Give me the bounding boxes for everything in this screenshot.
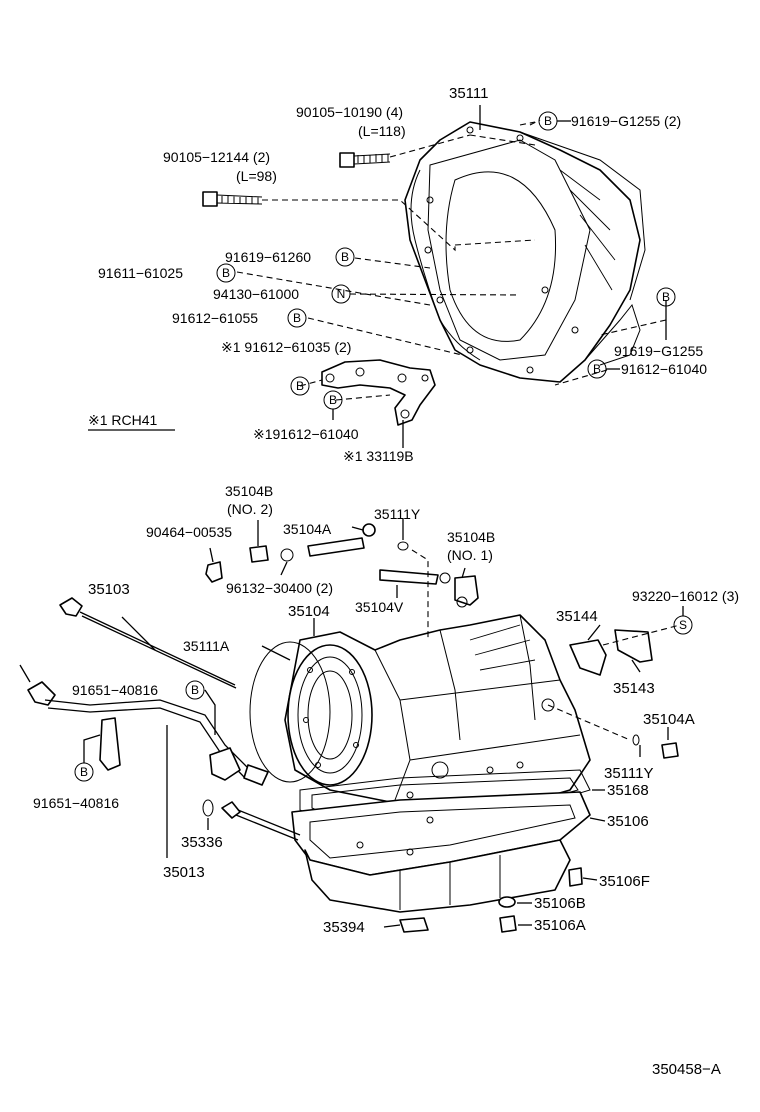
callout-s-93220-16012: S — [673, 615, 693, 635]
label-91611-61025: 91611−61025 — [98, 265, 183, 281]
o-ring-35111a[interactable] — [249, 641, 331, 783]
svg-text:B: B — [593, 362, 601, 376]
label-35104: 35104 — [288, 603, 330, 620]
label-35106: 35106 — [607, 813, 649, 830]
union-35104b-no1[interactable] — [454, 575, 479, 608]
label-91651-40816-bot: 91651−40816 — [33, 795, 119, 811]
converter-housing-35111[interactable] — [404, 121, 646, 383]
callout-b-91619-g1255-2: B — [538, 111, 558, 131]
label-90105-10190: 90105−10190 (4) — [296, 104, 403, 120]
label-35111y-right: 35111Y — [604, 765, 654, 782]
cover-35144[interactable] — [569, 639, 607, 676]
label-91612-61035: ※1 91612−61035 (2) — [221, 339, 351, 355]
o-ring-35111y-right[interactable] — [632, 734, 640, 746]
label-35106a: 35106A — [534, 917, 586, 934]
svg-text:B: B — [329, 393, 337, 407]
label-35104a-right: 35104A — [643, 711, 695, 728]
bolt-35106f[interactable] — [568, 867, 583, 887]
dipstick-35103[interactable] — [59, 597, 237, 689]
callout-n-94130-61000: N — [331, 284, 351, 304]
gasket-35106b[interactable] — [498, 896, 516, 908]
svg-text:B: B — [544, 114, 552, 128]
label-35104b-no1: 35104B — [447, 529, 495, 545]
svg-text:B: B — [191, 683, 199, 697]
oil-pan-35106[interactable] — [291, 791, 591, 913]
label-35106b: 35106B — [534, 895, 586, 912]
callout-b-91619-61260: B — [335, 247, 355, 267]
label-35104b-no1-sub: (NO. 1) — [447, 547, 493, 563]
magnet-35394[interactable] — [399, 917, 429, 933]
label-91619-g1255-2: 91619−G1255 (2) — [571, 113, 681, 129]
tube-35336[interactable] — [202, 799, 301, 841]
label-91619-g1255: 91619−G1255 — [614, 343, 703, 359]
svg-text:B: B — [341, 250, 349, 264]
svg-text:B: B — [293, 311, 301, 325]
label-35104a-top: 35104A — [283, 521, 332, 537]
label-94130-61000: 94130−61000 — [213, 286, 299, 302]
label-91619-61260: 91619−61260 — [225, 249, 311, 265]
svg-text:S: S — [679, 618, 687, 632]
bolt-90105-10190[interactable] — [339, 152, 391, 168]
cover-35143[interactable] — [614, 629, 653, 663]
callout-b-91612-61035: B — [290, 376, 310, 396]
diagram-id: 350458−A — [652, 1061, 721, 1078]
transmission-case-35104[interactable] — [284, 614, 591, 811]
callout-b-91651-40816-bot: B — [74, 762, 94, 782]
bracket-33119b[interactable] — [321, 359, 436, 426]
label-91612-61040-b: ※191612−61040 — [253, 426, 359, 442]
label-90105-12144-length: (L=98) — [236, 168, 277, 184]
label-96132-30400: 96132−30400 (2) — [226, 580, 333, 596]
svg-text:N: N — [337, 287, 346, 301]
callout-b-91612-61040: B — [587, 359, 607, 379]
callout-b-91619-g1255: B — [656, 287, 676, 307]
plug-35104a-right[interactable] — [661, 742, 679, 759]
clip-90464-00535[interactable] — [205, 561, 223, 583]
callout-b-91611-61025: B — [216, 263, 236, 283]
label-90105-10190-length: (L=118) — [358, 123, 406, 139]
label-35143: 35143 — [613, 680, 655, 697]
label-91612-61040: 91612−61040 — [621, 361, 707, 377]
label-35106f: 35106F — [599, 873, 650, 890]
hose-35104v[interactable] — [280, 537, 451, 585]
label-35013: 35013 — [163, 864, 205, 881]
svg-text:B: B — [80, 765, 88, 779]
label-93220-16012: 93220−16012 (3) — [632, 588, 739, 604]
label-90464-00535: 90464−00535 — [146, 524, 232, 540]
label-35144: 35144 — [556, 608, 598, 625]
callout-b-91651-40816-top: B — [185, 680, 205, 700]
note-rch41: ※1 RCH41 — [88, 412, 158, 428]
plug-35106a[interactable] — [499, 915, 517, 933]
label-35111: 35111 — [449, 85, 489, 102]
label-35111a: 35111A — [183, 638, 230, 654]
callout-b-91612-61055: B — [287, 308, 307, 328]
label-35103: 35103 — [88, 581, 130, 598]
filler-tube-35013[interactable] — [19, 664, 269, 786]
label-35104b-no2-sub: (NO. 2) — [227, 501, 273, 517]
svg-text:B: B — [296, 379, 304, 393]
bottom-leader-lines — [83, 518, 684, 928]
label-35104b-no2: 35104B — [225, 483, 273, 499]
svg-text:B: B — [662, 290, 670, 304]
bolt-90105-12144[interactable] — [202, 191, 263, 207]
label-35168: 35168 — [607, 782, 649, 799]
o-ring-35111y-top[interactable] — [397, 541, 409, 551]
label-33119b: ※1 33119B — [343, 448, 414, 464]
label-90105-12144: 90105−12144 (2) — [163, 149, 270, 165]
label-35336: 35336 — [181, 834, 223, 851]
union-35104b-no2[interactable] — [249, 520, 269, 563]
svg-text:B: B — [222, 266, 230, 280]
plug-35104a-top[interactable] — [362, 523, 376, 537]
label-35394: 35394 — [323, 919, 365, 936]
label-35104v: 35104V — [355, 599, 404, 615]
label-35111y-top: 35111Y — [374, 506, 421, 522]
label-91651-40816-top: 91651−40816 — [72, 682, 158, 698]
label-91612-61055: 91612−61055 — [172, 310, 258, 326]
top-leader-lines — [236, 105, 667, 448]
